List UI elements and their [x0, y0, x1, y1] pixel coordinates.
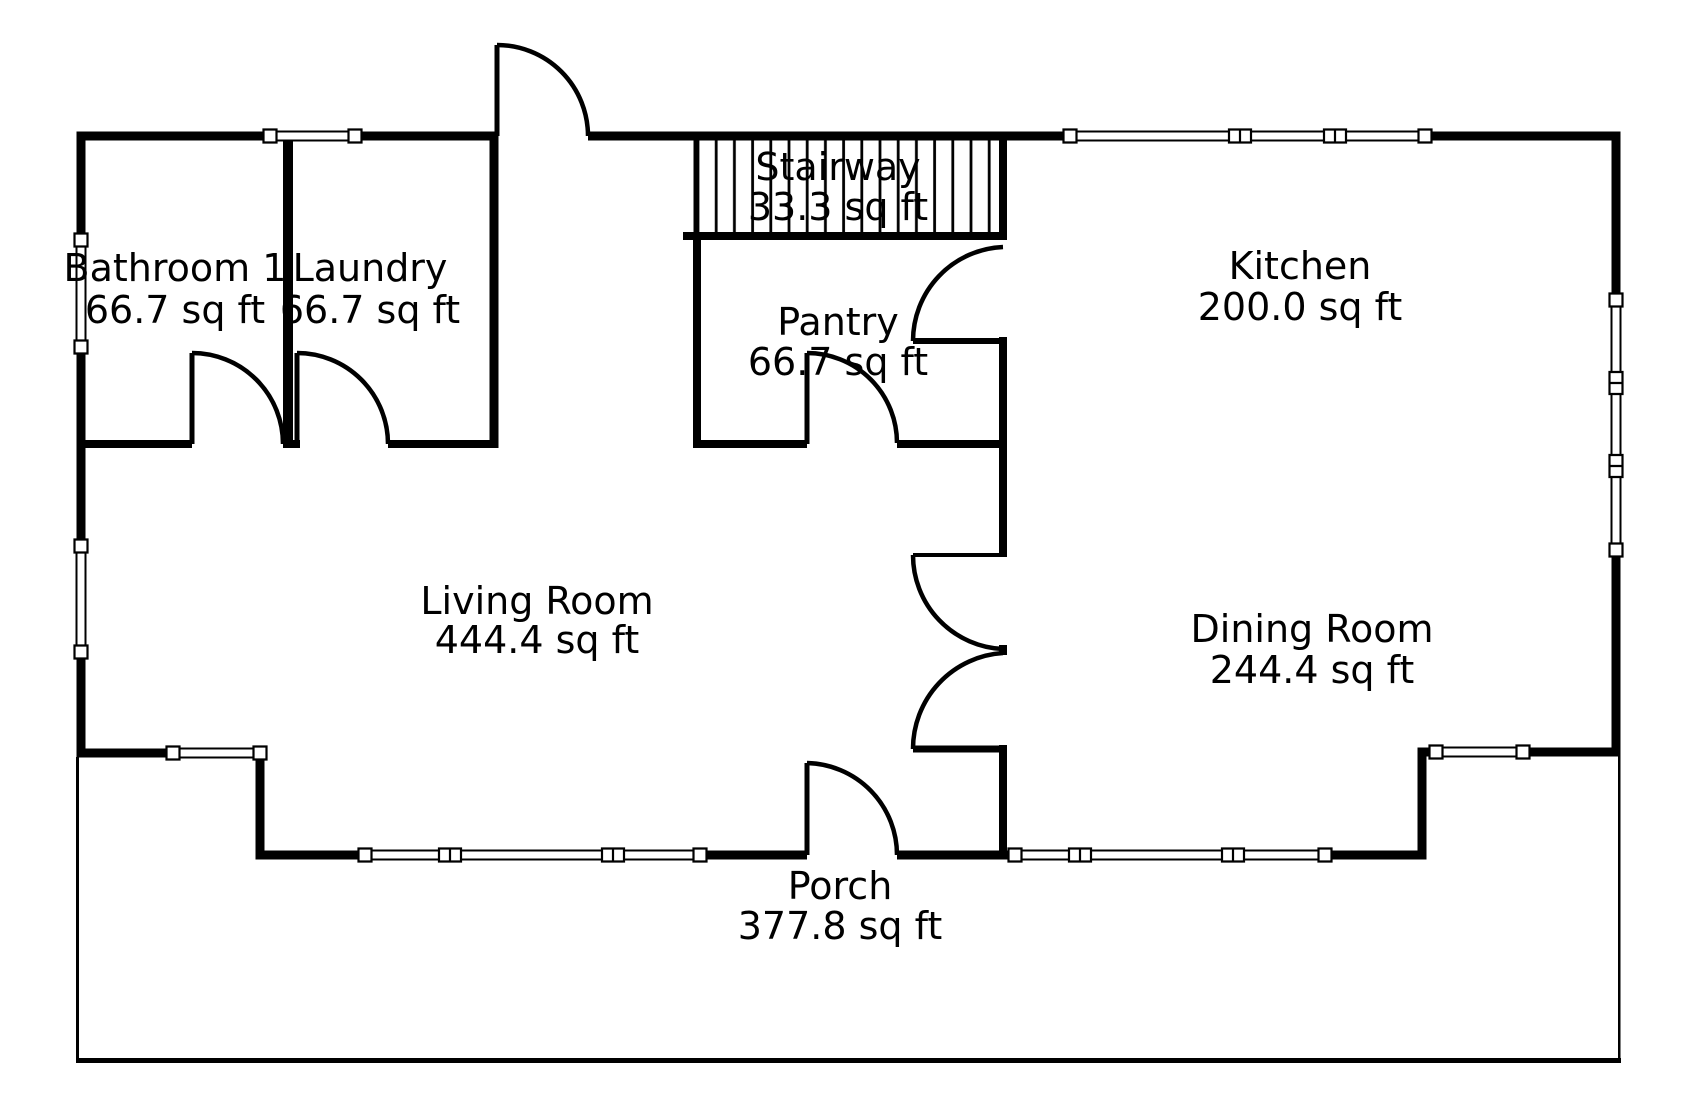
room-area-porch: 377.8 sq ft — [738, 904, 942, 948]
room-name-kitchen: Kitchen — [1229, 244, 1372, 288]
stairway-hatching — [689, 140, 999, 232]
room-name-laundry: Laundry — [293, 246, 448, 290]
room-area-laundry: 66.7 sq ft — [280, 288, 460, 332]
room-name-living-room: Living Room — [420, 579, 653, 623]
room-area-dining-room: 244.4 sq ft — [1210, 648, 1414, 692]
door-swing-arcs — [191, 42, 1004, 856]
window-mullion-squares — [73, 128, 1624, 863]
room-name-dining-room: Dining Room — [1191, 607, 1434, 651]
room-area-stairway: 33.3 sq ft — [748, 185, 928, 229]
room-area-pantry: 66.7 sq ft — [748, 340, 928, 384]
room-labels: Bathroom 1 66.7 sq ft Laundry 66.7 sq ft… — [64, 145, 1434, 948]
room-name-pantry: Pantry — [777, 300, 899, 344]
room-name-bathroom-1: Bathroom 1 — [64, 246, 287, 290]
room-area-living-room: 444.4 sq ft — [435, 618, 639, 662]
room-area-kitchen: 200.0 sq ft — [1198, 285, 1402, 329]
room-name-stairway: Stairway — [755, 145, 920, 189]
room-area-bathroom-1: 66.7 sq ft — [85, 288, 265, 332]
room-name-porch: Porch — [788, 864, 893, 908]
